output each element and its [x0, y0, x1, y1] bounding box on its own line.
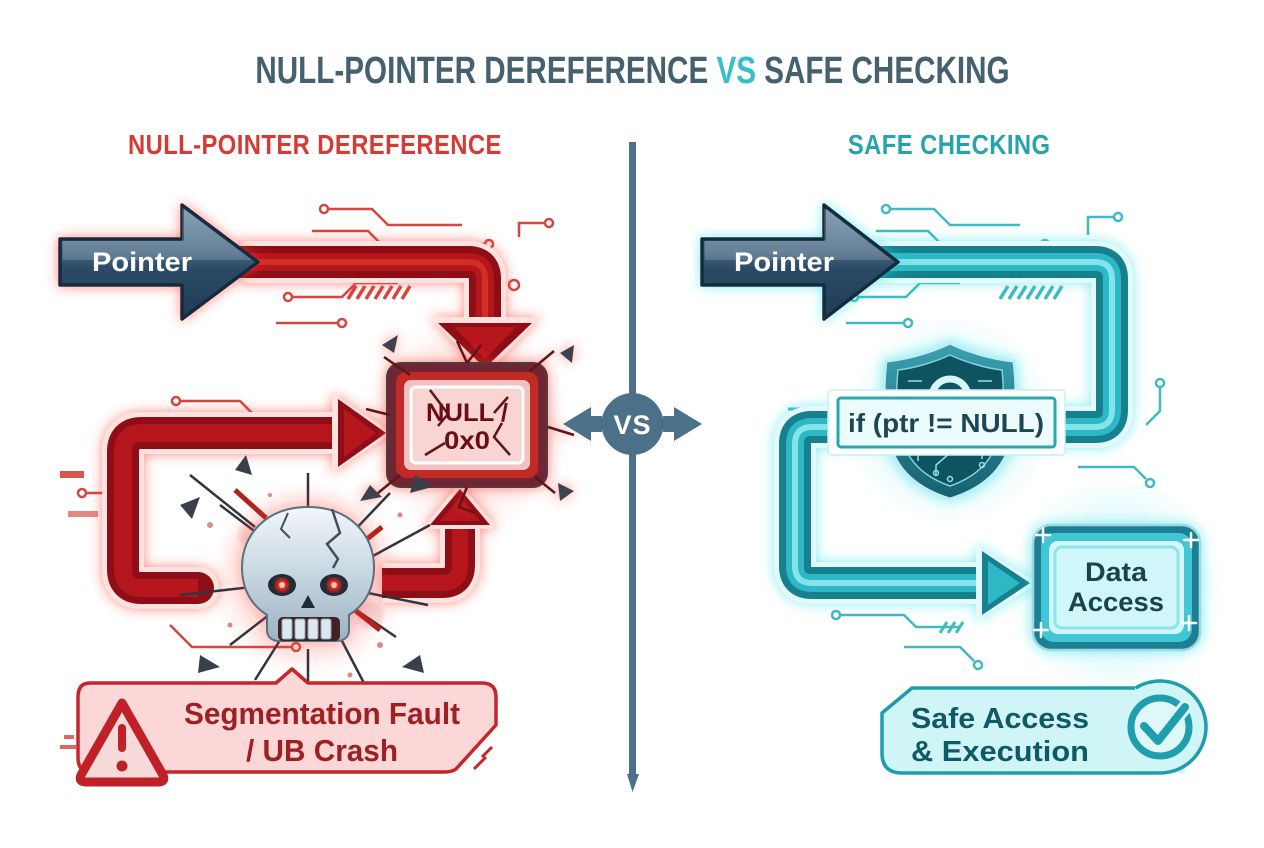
crash-banner-label-2: / UB Crash — [246, 733, 398, 768]
warning-triangle-icon — [75, 698, 169, 787]
box-cracks — [365, 340, 575, 515]
divider-line — [629, 142, 636, 776]
safe-banner-label-2: & Execution — [911, 736, 1089, 768]
null-box: NULL / 0x0 — [360, 335, 575, 515]
title-right-part: SAFE CHECKING — [763, 50, 1010, 92]
title-left-part: NULL-POINTER DEREFERENCE — [254, 50, 708, 92]
title-vs: VS — [715, 50, 756, 92]
null-check-box: if (ptr != NULL) — [827, 389, 1066, 456]
null-box-label-1: NULL / — [426, 399, 508, 427]
danger-pipe-top — [240, 241, 540, 375]
pointer-label: Pointer — [92, 247, 193, 277]
crash-banner: Segmentation Fault / UB Crash — [60, 667, 498, 787]
danger-circuit-traces — [60, 203, 555, 653]
right-pointer-arrow: Pointer — [700, 203, 900, 321]
right-panel-heading: SAFE CHECKING — [847, 129, 1051, 160]
safe-banner-label-1: Safe Access — [911, 703, 1089, 735]
left-pointer-arrow: Pointer — [58, 203, 260, 321]
data-access-label-2: Access — [1068, 587, 1164, 617]
crash-banner-label-1: Segmentation Fault — [184, 696, 460, 731]
null-dereference-scene: NULL / 0x0 — [58, 203, 575, 787]
danger-pipe-loop — [102, 393, 392, 609]
safe-banner: Safe Access & Execution — [880, 679, 1208, 775]
box-shards — [360, 335, 574, 501]
skull-icon — [240, 505, 376, 642]
sparkles — [1032, 526, 1200, 639]
center-divider: VS — [563, 142, 702, 792]
vs-badge — [601, 393, 664, 455]
page-title: NULL-POINTER DEREFERENCE VS SAFE CHECKIN… — [0, 50, 1264, 93]
null-box-label-2: 0x0 — [444, 427, 490, 455]
vs-label: VS — [613, 410, 651, 440]
vs-left-arrow-icon — [563, 407, 602, 441]
divider-tip — [627, 774, 639, 792]
check-circle-icon — [1127, 694, 1193, 760]
left-panel-heading: NULL-POINTER DEREFERENCE — [128, 129, 502, 160]
null-check-label: if (ptr != NULL) — [848, 408, 1044, 438]
data-access-label-1: Data — [1085, 557, 1148, 587]
pointer-label: Pointer — [734, 247, 835, 277]
vs-right-arrow-icon — [663, 407, 702, 441]
safe-checking-scene: if (ptr != NULL) Data Access — [700, 203, 1226, 775]
data-access-box: Data Access — [1031, 523, 1202, 652]
